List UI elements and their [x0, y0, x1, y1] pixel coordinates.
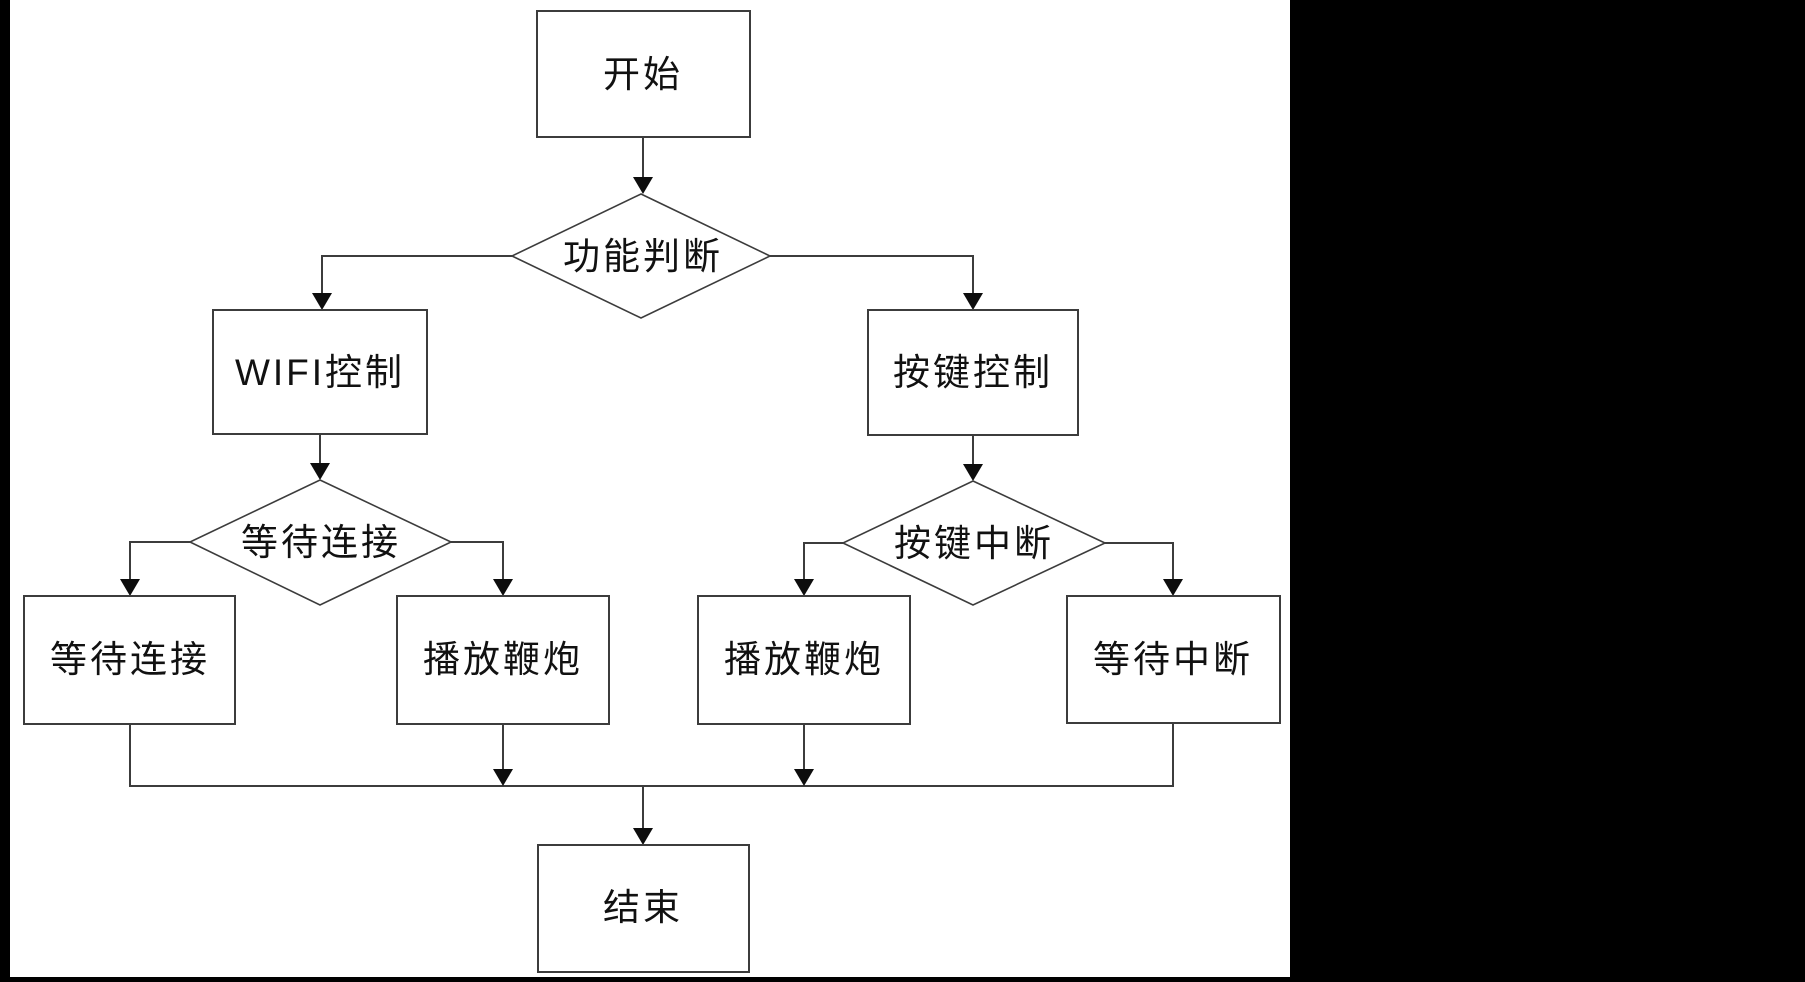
- edge-wait-connect-decision-to-play-firecracker-left: [451, 541, 504, 594]
- flowchart-svg: 开始 功能判断 WIFI控制 按键控制 等待连接 按键中断 等待连接 播放鞭炮 …: [23, 10, 1281, 973]
- arrowhead-into-wait-connect: [120, 579, 140, 596]
- arrowhead-play-firecracker-right-onto-merge: [794, 769, 814, 786]
- edge-merge-line: [129, 723, 1174, 787]
- node-wait-interrupt: [1066, 595, 1281, 724]
- edge-function-decision-to-wifi-control: [321, 255, 512, 308]
- edge-wait-connect-decision-to-wait-connect: [129, 541, 190, 594]
- arrowhead-into-wait-connect-decision: [310, 463, 330, 480]
- node-wait-connect-decision-label: 等待连接: [241, 522, 401, 563]
- node-end-label: 结束: [603, 887, 683, 928]
- node-key-interrupt-decision: [841, 480, 1107, 606]
- node-key-control-label: 按键控制: [893, 352, 1053, 393]
- node-key-control: [867, 309, 1079, 436]
- arrowhead-into-key-control: [963, 293, 983, 310]
- arrowhead-into-key-interrupt-decision: [963, 464, 983, 481]
- node-key-interrupt-decision-label: 按键中断: [894, 523, 1054, 564]
- node-end: [537, 844, 750, 973]
- arrowhead-into-end: [633, 828, 653, 845]
- arrowhead-into-wait-interrupt: [1163, 579, 1183, 596]
- arrowhead-into-play-firecracker-right: [794, 579, 814, 596]
- node-function-decision-label: 功能判断: [563, 236, 723, 277]
- edge-function-decision-to-key-control: [770, 255, 974, 308]
- node-wifi-control-label: WIFI控制: [235, 352, 405, 393]
- node-play-firecracker-left: [396, 595, 610, 725]
- node-wifi-control: [212, 309, 428, 435]
- node-wait-interrupt-label: 等待中断: [1093, 639, 1253, 680]
- edge-key-interrupt-decision-to-wait-interrupt: [1105, 542, 1174, 594]
- edge-key-interrupt-decision-to-play-firecracker-right: [803, 542, 843, 594]
- arrowhead-into-play-firecracker-left: [493, 579, 513, 596]
- flowchart-canvas: 开始 功能判断 WIFI控制 按键控制 等待连接 按键中断 等待连接 播放鞭炮 …: [10, 0, 1290, 977]
- node-wait-connect: [23, 595, 236, 725]
- node-wait-connect-decision: [188, 479, 453, 606]
- node-function-decision: [510, 193, 772, 319]
- node-play-firecracker-right: [697, 595, 911, 725]
- arrowhead-into-wifi-control: [312, 293, 332, 310]
- node-wait-connect-label: 等待连接: [50, 639, 210, 680]
- node-play-firecracker-right-label: 播放鞭炮: [724, 639, 884, 680]
- arrowhead-into-function-decision: [633, 177, 653, 194]
- node-start: [536, 10, 751, 138]
- node-play-firecracker-left-label: 播放鞭炮: [423, 639, 583, 680]
- arrowhead-play-firecracker-left-onto-merge: [493, 769, 513, 786]
- node-start-label: 开始: [603, 54, 683, 95]
